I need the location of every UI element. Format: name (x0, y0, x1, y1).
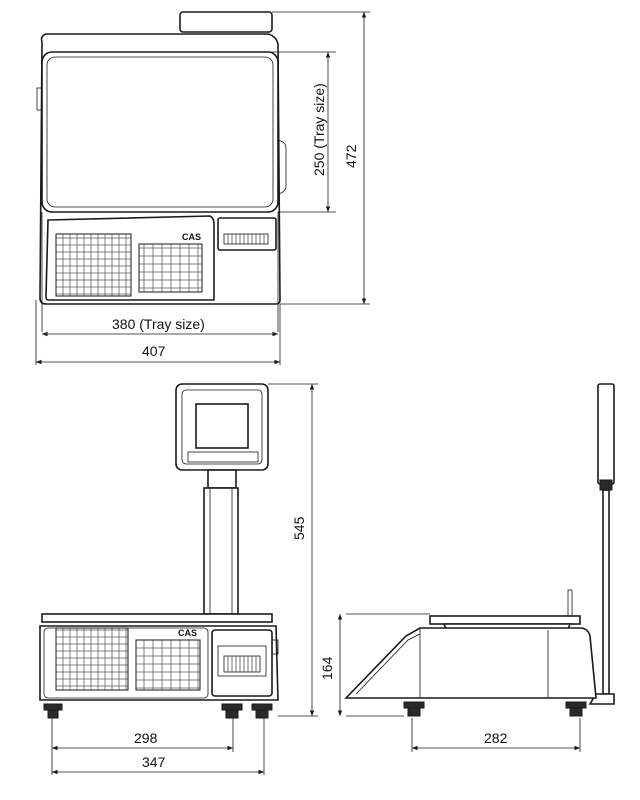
side-tray (429, 615, 581, 625)
dim-tray-width: 380 (Tray size) (112, 316, 205, 332)
front-pole (203, 487, 239, 615)
dim-side-body-height: 164 (319, 656, 335, 680)
dim-total-width: 407 (142, 343, 166, 359)
dim-total-height: 472 (343, 144, 359, 168)
top-function-keys (138, 243, 203, 293)
front-view: CAS 545 298 347 (39, 383, 318, 775)
dim-side-depth: 282 (484, 730, 508, 746)
side-feet (403, 701, 587, 717)
top-brand-logo: CAS (182, 232, 201, 242)
front-function-keys (135, 639, 201, 691)
front-tray (41, 613, 273, 623)
top-display-unit (179, 11, 273, 33)
dim-tray-height: 250 (Tray size) (311, 83, 327, 176)
front-feet (43, 703, 273, 719)
front-brand-logo: CAS (178, 628, 197, 638)
top-view: CAS 250 (Tray size) 472 380 (Tray size) … (35, 11, 370, 365)
dim-overall-height: 545 (291, 516, 307, 540)
front-display-screen (195, 403, 249, 449)
dim-body-width: 347 (142, 754, 166, 770)
front-plu-keys (55, 627, 129, 691)
side-base (344, 627, 597, 699)
dim-feet-span: 298 (134, 730, 158, 746)
front-printer (211, 629, 273, 697)
side-pole (602, 489, 610, 695)
top-tray (41, 51, 279, 213)
side-view: 164 282 (319, 383, 615, 752)
side-display-head (597, 383, 615, 485)
top-plu-keys (55, 233, 132, 297)
